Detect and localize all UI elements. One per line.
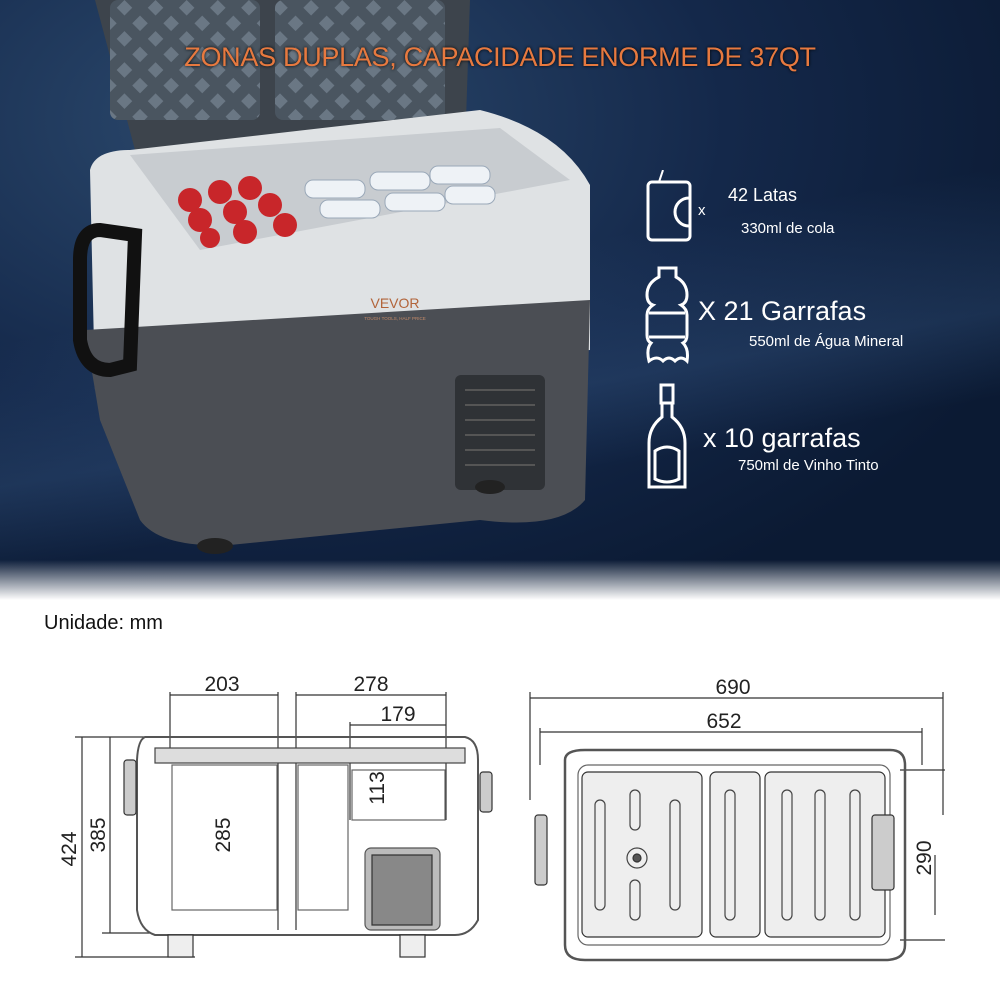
can-icon <box>646 170 692 242</box>
side-view-drawing: 203 278 179 424 385 285 113 <box>58 673 493 958</box>
dim-179: 179 <box>380 703 415 726</box>
dim-690: 690 <box>715 676 750 699</box>
cooler-photo: VEVOR TOUGH TOOLS, HALF PRICE <box>73 0 590 554</box>
wine-detail: 750ml de Vinho Tinto <box>738 457 879 474</box>
brand-tagline: TOUGH TOOLS, HALF PRICE <box>364 316 426 321</box>
dim-424: 424 <box>58 831 81 866</box>
water-detail: 550ml de Água Mineral <box>749 333 904 350</box>
headline: ZONAS DUPLAS, CAPACIDADE ENORME DE 37QT <box>184 42 816 72</box>
wine-bottle-icon <box>647 383 687 489</box>
cans <box>178 176 297 248</box>
handle <box>73 222 143 378</box>
dim-113: 113 <box>366 771 389 804</box>
dim-652: 652 <box>706 710 741 733</box>
dim-385: 385 <box>87 817 110 852</box>
brand-logo: VEVOR <box>370 295 419 311</box>
can-x: x <box>698 202 706 219</box>
water-bottles <box>304 165 496 219</box>
dim-290: 290 <box>913 840 936 875</box>
can-detail: 330ml de cola <box>741 220 835 237</box>
dim-278: 278 <box>353 673 388 696</box>
wine-count: x 10 garrafas <box>703 423 861 453</box>
top-view-drawing: 690 652 290 <box>529 676 945 962</box>
cooler-lid <box>95 0 470 150</box>
can-count: 42 Latas <box>728 185 798 205</box>
dim-203: 203 <box>204 673 239 696</box>
water-count: X 21 Garrafas <box>698 296 867 326</box>
water-bottle-icon <box>645 266 689 365</box>
unit-label: Unidade: mm <box>44 612 163 634</box>
dim-285: 285 <box>212 817 235 852</box>
